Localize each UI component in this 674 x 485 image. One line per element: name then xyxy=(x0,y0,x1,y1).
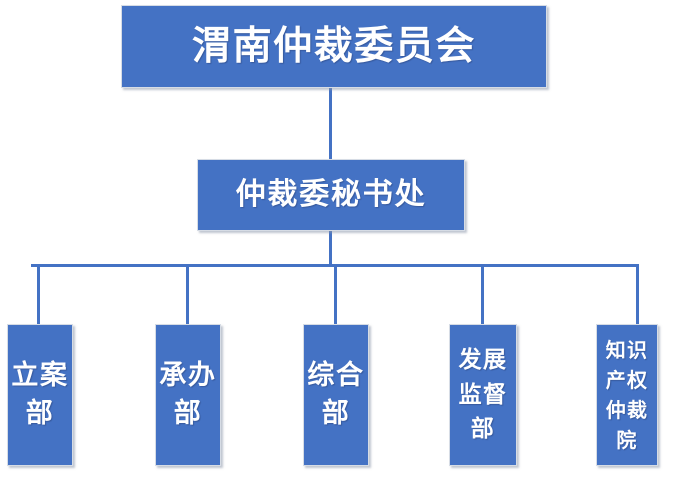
org-node-ip-arbitration-court[interactable]: 知识 产权 仲裁 院 xyxy=(596,324,658,466)
org-node-filing-department[interactable]: 立案部 xyxy=(7,324,73,466)
org-node-secretariat[interactable]: 仲裁委秘书处 xyxy=(197,159,465,231)
org-node-secretariat-label: 仲裁委秘书处 xyxy=(235,176,427,212)
org-node-development-supervision-department[interactable]: 发展 监督 部 xyxy=(449,324,517,466)
connector-root-to-secretariat xyxy=(329,88,332,159)
connector-drop-ip xyxy=(636,264,639,324)
org-node-handling-department[interactable]: 承办部 xyxy=(155,324,221,466)
org-node-general-department[interactable]: 综合部 xyxy=(303,324,369,466)
org-node-ip-arbitration-court-label: 知识 产权 仲裁 院 xyxy=(605,338,649,452)
connector-drop-handling xyxy=(186,264,189,324)
org-node-development-supervision-department-label: 发展 监督 部 xyxy=(458,345,508,443)
org-node-root[interactable]: 渭南仲裁委员会 xyxy=(121,5,547,88)
connector-drop-filing xyxy=(37,264,40,324)
org-node-filing-department-label: 立案部 xyxy=(11,359,69,429)
org-node-handling-department-label: 承办部 xyxy=(159,359,217,429)
connector-secretariat-to-bus xyxy=(329,231,332,265)
connector-drop-supervision xyxy=(481,264,484,324)
org-node-general-department-label: 综合部 xyxy=(307,359,365,429)
connector-drop-general xyxy=(334,264,337,324)
org-node-root-label: 渭南仲裁委员会 xyxy=(192,22,476,69)
